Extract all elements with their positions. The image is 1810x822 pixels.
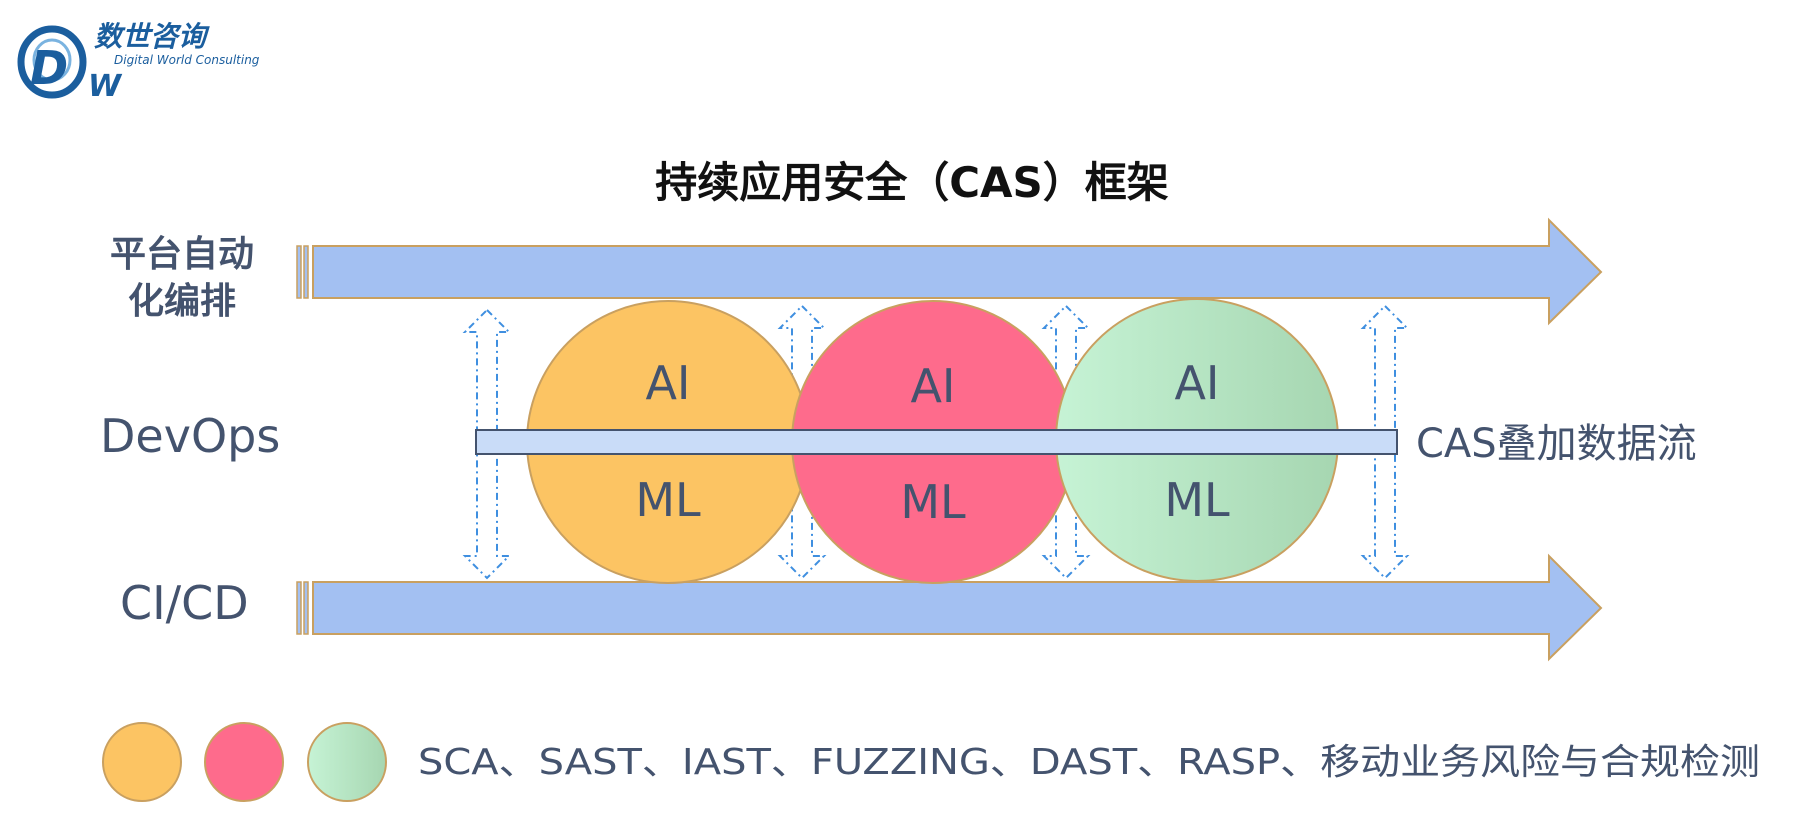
logo: D W 数世咨询 Digital World Consulting — [17, 20, 260, 104]
circle-3-bottom-label: ML — [1164, 473, 1230, 527]
bottom-arrow-tail-2 — [303, 581, 309, 635]
dashed-double-arrow-1 — [462, 308, 512, 580]
legend-swatch-green — [307, 722, 387, 802]
bottom-lane-arrow — [296, 553, 1603, 662]
logo-en-name: Digital World Consulting — [114, 53, 260, 67]
top-lane-label-line2: 化编排 — [128, 281, 236, 322]
top-lane-arrow — [296, 217, 1603, 326]
legend-swatch-orange — [102, 722, 182, 802]
bottom-arrow-body — [312, 553, 1603, 662]
logo-monogram-d: D — [30, 41, 68, 95]
circle-2-top-label: AI — [910, 359, 955, 413]
top-lane-label-line1: 平台自动 — [110, 234, 254, 275]
cicd-label: CI/CD — [120, 576, 249, 630]
legend-text: SCA、SAST、IAST、FUZZING、DAST、RASP、移动业务风险与合… — [418, 742, 1760, 783]
legend-swatch-pink — [204, 722, 284, 802]
top-arrow-tail-2 — [303, 245, 309, 299]
legend: SCA、SAST、IAST、FUZZING、DAST、RASP、移动业务风险与合… — [102, 722, 1760, 802]
circle-1-bottom-label: ML — [635, 473, 701, 527]
dashed-double-arrow-3 — [1041, 304, 1091, 580]
cas-overlay-label: CAS叠加数据流 — [1416, 421, 1697, 467]
dashed-connector-arrows — [462, 304, 1410, 580]
top-arrow-tail-1 — [296, 245, 302, 299]
logo-cn-name: 数世咨询 — [94, 20, 210, 53]
circle-3-top-label: AI — [1174, 356, 1219, 410]
top-arrow-body — [312, 217, 1603, 326]
logo-ring — [17, 25, 87, 99]
cas-overlay-bar — [475, 429, 1398, 455]
circle-1-top-label: AI — [645, 356, 690, 410]
bottom-arrow-tail-1 — [296, 581, 302, 635]
logo-ring-inner — [32, 38, 72, 82]
page-title: 持续应用安全（CAS）框架 — [655, 158, 1169, 207]
circle-2-bottom-label: ML — [900, 475, 966, 529]
devops-label: DevOps — [100, 409, 280, 463]
logo-monogram-w: W — [88, 69, 123, 104]
dashed-double-arrow-4 — [1360, 304, 1410, 580]
dashed-double-arrow-2 — [777, 304, 827, 580]
